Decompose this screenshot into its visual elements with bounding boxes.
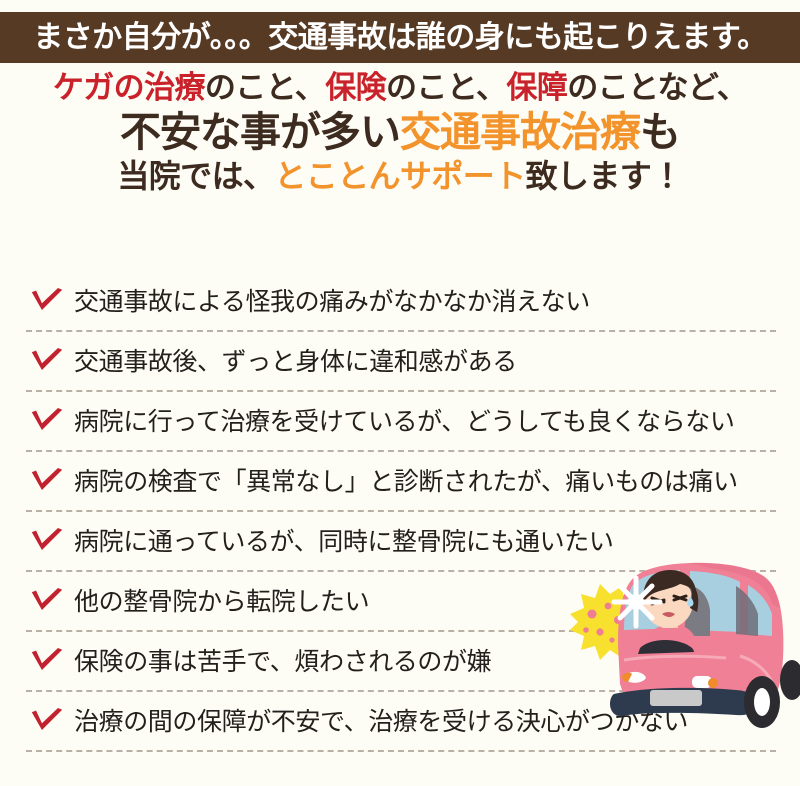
- list-item: 他の整骨院から転院したい: [26, 572, 776, 632]
- list-item-label: 治療の間の保障が不安で、治療を受ける決心がつかない: [74, 706, 689, 736]
- list-item: 保険の事は苦手で、煩わされるのが嫌: [26, 632, 776, 692]
- list-item: 交通事故による怪我の痛みがなかなか消えない: [26, 272, 776, 332]
- headline-block: ケガの治療のこと、保険のこと、保障のことなど、 不安な事が多い交通事故治療も 当…: [0, 72, 800, 194]
- list-item: 病院に通っているが、同時に整骨院にも通いたい: [26, 512, 776, 572]
- list-item-label: 病院に行って治療を受けているが、どうしても良くならない: [74, 406, 735, 436]
- headline-seg-touin: 当院では、: [117, 157, 275, 196]
- list-item: 治療の間の保障が不安で、治療を受ける決心がつかない: [26, 692, 776, 752]
- headline-seg-support: とことんサポート: [274, 157, 526, 196]
- headline-line-3: 当院では、とことんサポート致します！: [0, 157, 800, 196]
- list-item-label: 病院に通っているが、同時に整骨院にも通いたい: [74, 526, 614, 556]
- headline-seg-nadonado: のことなど、: [567, 70, 748, 106]
- list-item-label: 他の整骨院から転院したい: [74, 586, 370, 616]
- list-item-label: 交通事故後、ずっと身体に違和感がある: [74, 346, 517, 376]
- top-banner: まさか自分が。。。交通事故は誰の身にも起こりえます。: [0, 12, 800, 63]
- red-check-icon: [26, 407, 74, 435]
- red-check-icon: [26, 527, 74, 555]
- headline-line-1: ケガの治療のこと、保険のこと、保障のことなど、: [0, 72, 800, 105]
- red-check-icon: [26, 707, 74, 735]
- banner-text: まさか自分が。。。交通事故は誰の身にも起こりえます。: [33, 19, 767, 55]
- headline-seg-nokoto2: のこと、: [386, 70, 507, 106]
- list-item: 病院の検査で「異常なし」と診断されたが、痛いものは痛い: [26, 452, 776, 512]
- list-item: 病院に行って治療を受けているが、どうしても良くならない: [26, 392, 776, 452]
- list-item-label: 病院の検査で「異常なし」と診断されたが、痛いものは痛い: [74, 466, 738, 496]
- list-item: 交通事故後、ずっと身体に違和感がある: [26, 332, 776, 392]
- headline-seg-nokoto1: のこと、: [204, 70, 326, 106]
- headline-seg-mo: も: [640, 107, 681, 156]
- headline-seg-fuan: 不安な事が多い: [120, 107, 401, 156]
- headline-seg-jiko: 交通事故治療: [400, 107, 641, 156]
- headline-line-2: 不安な事が多い交通事故治療も: [0, 107, 800, 156]
- list-item-label: 交通事故による怪我の痛みがなかなか消えない: [74, 286, 590, 316]
- concerns-checklist: 交通事故による怪我の痛みがなかなか消えない 交通事故後、ずっと身体に違和感がある…: [26, 272, 776, 752]
- headline-seg-hoken: 保険: [325, 70, 387, 106]
- headline-seg-keg: ケガの治療: [52, 70, 206, 106]
- headline-seg-hosho: 保障: [506, 70, 568, 106]
- red-check-icon: [26, 467, 74, 495]
- red-check-icon: [26, 587, 74, 615]
- red-check-icon: [26, 347, 74, 375]
- headline-seg-itashimasu: 致します！: [525, 157, 684, 196]
- red-check-icon: [26, 647, 74, 675]
- list-item-label: 保険の事は苦手で、煩わされるのが嫌: [74, 646, 492, 676]
- red-check-icon: [26, 287, 74, 315]
- front-wheel: [780, 660, 800, 700]
